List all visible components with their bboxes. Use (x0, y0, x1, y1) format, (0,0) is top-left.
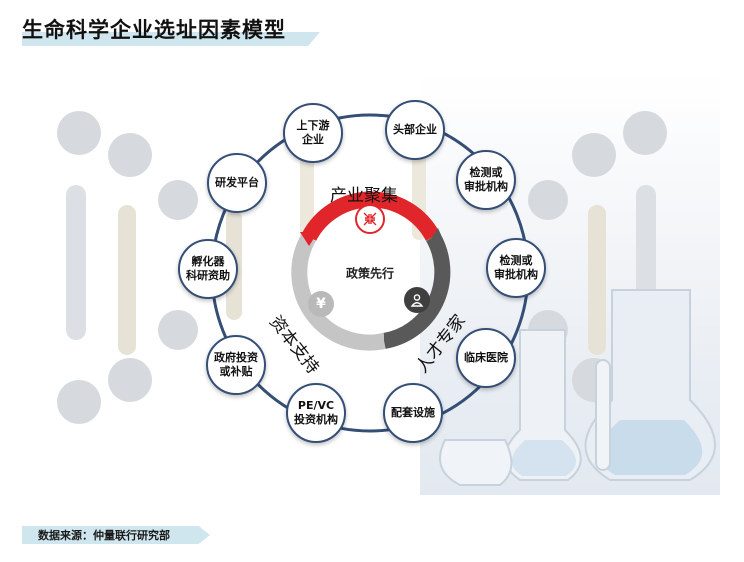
node-label: 政府投资 或补贴 (214, 351, 258, 378)
test-tube (595, 359, 611, 471)
arrow-head (428, 228, 445, 244)
decor-bar (66, 185, 86, 340)
flask-liquid (598, 420, 703, 475)
node-pe-vc: PE/VC 投资机构 (286, 383, 346, 443)
node-incubators: 孵化器 科研资助 (178, 239, 238, 299)
decor-bar (588, 205, 606, 355)
node-label: PE/VC 投资机构 (294, 399, 338, 426)
decor-circle (108, 133, 152, 177)
title-highlight (22, 32, 320, 46)
decor-circle (57, 111, 101, 155)
footer-highlight (22, 526, 210, 544)
decor-circle (528, 180, 568, 220)
beaker (439, 439, 513, 486)
decor-circle (158, 310, 198, 350)
person-icon (404, 287, 430, 313)
glassware-decoration (439, 289, 716, 486)
talent-arc (382, 233, 451, 349)
node-label: 检测或 审批机构 (494, 254, 538, 281)
industry-label: 产业聚集 (330, 186, 398, 206)
node-label: 头部企业 (393, 123, 437, 136)
decor-bar (300, 150, 314, 240)
center-label: 政策先行 (345, 266, 395, 281)
decor-circle (158, 180, 198, 220)
capital-arc (291, 232, 386, 351)
node-supporting-facilities: 配套设施 (383, 383, 443, 443)
arrow-head (370, 333, 384, 349)
node-testing-approval-1: 检测或 审批机构 (456, 150, 516, 210)
decor-circle (572, 133, 616, 177)
arrow-head (300, 232, 318, 246)
node-label: 孵化器 科研资助 (186, 255, 230, 282)
decor-bar (118, 205, 136, 355)
node-label: 研发平台 (215, 176, 259, 189)
node-government-investment: 政府投资 或补贴 (206, 335, 266, 395)
node-label: 上下游 企业 (296, 119, 330, 146)
node-label: 临床医院 (464, 351, 508, 364)
decor-circle (57, 380, 101, 424)
page-title: 生命科学企业选址因素模型 (22, 18, 286, 42)
node-rd-platform: 研发平台 (207, 153, 267, 213)
decor-circle (623, 111, 667, 155)
data-source-note: 数据来源：仲量联行研究部 (38, 529, 170, 542)
node-clinical-hospitals: 临床医院 (456, 328, 516, 388)
industry-arc (301, 191, 441, 241)
node-leading-enterprises: 头部企业 (385, 100, 445, 160)
decor-circle (108, 358, 152, 402)
node-label: 配套设施 (391, 406, 435, 419)
node-upstream-enterprises: 上下游 企业 (283, 103, 343, 163)
compress-arrows-icon (355, 204, 385, 234)
yen-icon: ¥ (308, 291, 334, 317)
node-testing-approval-2: 检测或 审批机构 (486, 238, 546, 298)
flask-liquid (511, 440, 577, 476)
node-label: 检测或 审批机构 (464, 166, 508, 193)
